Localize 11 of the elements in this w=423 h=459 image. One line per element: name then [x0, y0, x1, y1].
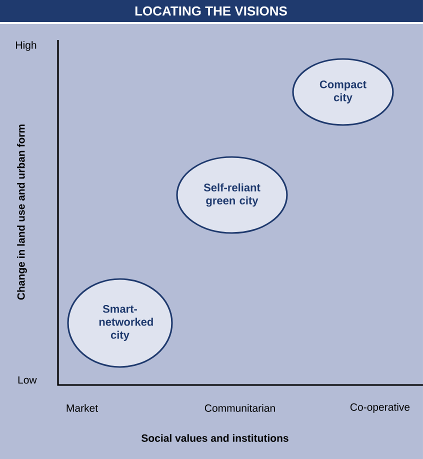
tick-label: Low	[18, 376, 37, 384]
axis-title: Change in land use and urban form	[17, 124, 27, 300]
tick-label: High	[16, 41, 36, 51]
axis-title: Social values and institutions	[141, 434, 288, 442]
tick-label: Communitarian	[204, 404, 275, 412]
ellipse-node: Smart-networked city	[67, 278, 173, 368]
ellipse-node: Compact city	[292, 58, 394, 126]
title-banner: LOCATING THE VISIONS	[0, 0, 423, 22]
tick-label: Market	[66, 404, 98, 412]
tick-label: Co-operative	[350, 403, 410, 413]
ellipse-node: Self-reliant green city	[176, 156, 288, 234]
